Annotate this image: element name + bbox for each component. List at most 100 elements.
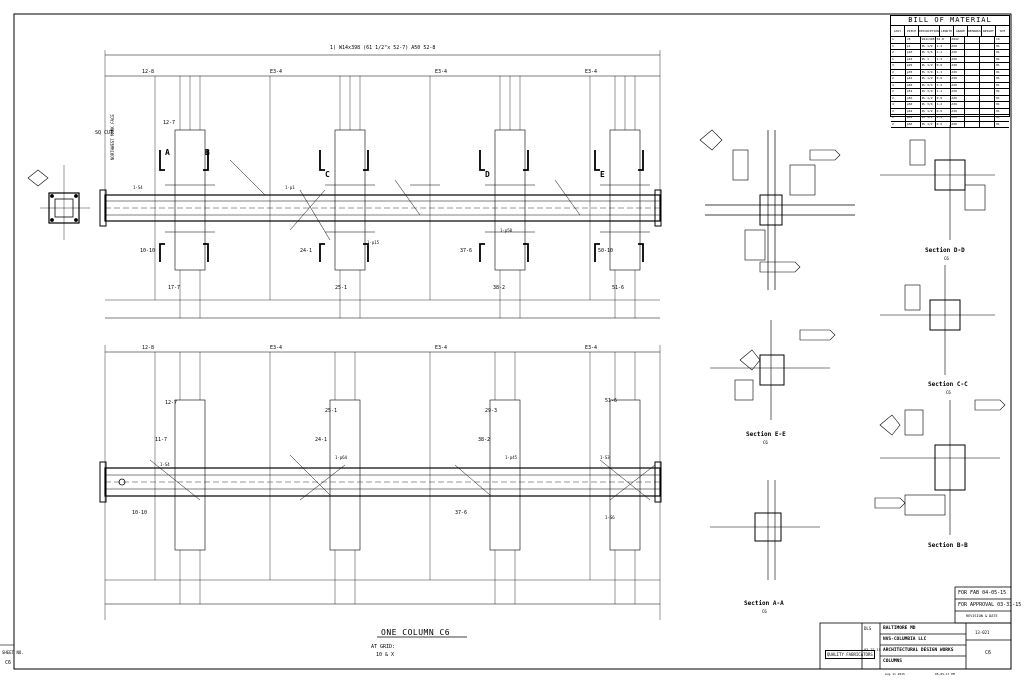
bom-cell: p42 — [906, 76, 921, 82]
bom-cell: p56 — [906, 95, 921, 101]
bom-cell — [965, 63, 981, 69]
bom-cell: 1-3 — [936, 56, 951, 62]
bot-mark-4: 1-S4 — [160, 462, 170, 467]
bom-header-cell: PIECE — [905, 26, 920, 36]
bot-piece-9: 51-6 — [605, 398, 618, 404]
section-details-middle — [699, 129, 855, 580]
overall-dimension: 1) W14x398 (61 1/2"x 52-7) A50 52-8 — [330, 45, 436, 51]
bom-cell: 2 — [891, 89, 906, 95]
bom-cell: C6 — [996, 37, 1000, 41]
bot-piece-3: 12-7 — [165, 400, 178, 406]
top-mark-1: 1-S4 — [133, 185, 143, 190]
bot-seg-dim-2: E3-4 — [270, 345, 283, 351]
tb-footer-right: 05-05-17 PM — [935, 672, 955, 676]
grid-label-e: E — [600, 170, 605, 179]
bom-cell: PL 1/2 — [921, 108, 936, 114]
bom-cell: 01 — [996, 108, 1000, 113]
top-piece-2: 24-1 — [300, 248, 313, 254]
section-d-label: Section D-D — [925, 247, 965, 254]
bom-cell: 01 — [996, 115, 1000, 119]
bom-cell — [965, 69, 981, 75]
bot-mark-3: 1-p64 — [335, 455, 348, 460]
bom-cell: 3 — [891, 63, 906, 69]
bom-cell: A36 — [951, 89, 966, 95]
top-mark-3: 1-p50 — [500, 228, 513, 233]
bom-cell: 2 — [891, 115, 906, 121]
bottom-column-view — [99, 345, 662, 620]
bom-cell — [980, 50, 996, 56]
bot-piece-8: 38-2 — [478, 437, 491, 443]
section-a-sub: C6 — [762, 609, 767, 614]
bom-cell — [965, 56, 981, 62]
tb-drawn: DLS — [864, 626, 872, 631]
bom-cell: 4 — [891, 102, 906, 108]
section-b-label: Section B-B — [928, 542, 968, 549]
top-piece-9: 12-7 — [163, 120, 176, 126]
bom-cell: W14x398 — [921, 37, 936, 43]
top-piece-3: 37-6 — [460, 248, 473, 254]
top-piece-4: 50-10 — [598, 248, 614, 254]
section-details-right — [874, 125, 1006, 535]
bom-cell — [980, 43, 996, 49]
bom-cell: 01 — [996, 82, 1000, 87]
bom-cell: 2 — [891, 108, 906, 114]
tb-sheet: C6 — [985, 650, 992, 656]
bom-cell: 01 — [996, 63, 1000, 67]
bot-piece-6: 29-3 — [485, 408, 498, 414]
bom-cell: PL 1 — [921, 56, 936, 62]
title-block-frame — [819, 586, 1012, 670]
tb-subject: COLUMNS — [883, 659, 902, 664]
bom-cell: PL 3/4 — [921, 50, 936, 56]
bom-cell: p64 — [906, 115, 921, 121]
bom-cell: 0-9 — [936, 63, 951, 69]
bom-cell: A36 — [951, 43, 966, 49]
bom-cell: 52-8 — [936, 37, 951, 43]
bom-cell: p54 — [906, 89, 921, 95]
tb-contractor: NVS-COLUMBIA LLC — [883, 637, 927, 642]
bot-seg-dim-3: E3-4 — [435, 345, 448, 351]
top-piece-8: 51-6 — [612, 285, 625, 291]
bot-mark-5: 1-S3 — [600, 455, 610, 460]
bom-cell: 01 — [996, 76, 1000, 80]
bom-cell: 01 — [996, 121, 1000, 126]
top-piece-7: 38-2 — [493, 285, 506, 291]
bom-cell: A36 — [951, 69, 966, 75]
bom-cell — [980, 76, 996, 82]
tb-footer-left: Aug 11 2015 — [885, 672, 905, 676]
top-piece-6: 25-1 — [335, 285, 348, 291]
top-seg-dim-3: E3-4 — [435, 69, 448, 75]
bom-cell: A36 — [951, 121, 966, 127]
top-seg-dim-2: E3-4 — [270, 69, 283, 75]
end-plate-detail — [27, 165, 90, 240]
bom-cell: PL 1/2 — [921, 115, 936, 121]
drawing-title: ONE COLUMN C6 — [381, 628, 451, 637]
bom-cell: 1-4 — [936, 43, 951, 49]
top-rot-note: NORTHWEST MARK FACE — [110, 114, 115, 160]
bom-header-cell: ASSY — [891, 26, 906, 36]
revision-2: FOR APPROVAL 03-31-15 — [958, 602, 1022, 608]
bom-cell: p50 — [906, 82, 921, 88]
grid-label-b: B — [205, 148, 210, 157]
bom-cell: 2 — [891, 69, 906, 75]
bom-cell: PL 1/2 — [921, 43, 936, 49]
bom-cell: 01 — [996, 50, 1000, 54]
top-piece-5: 17-7 — [168, 285, 181, 291]
bom-cell: 1 — [891, 37, 906, 43]
bom-cell: 01 — [996, 43, 1000, 48]
bom-cell — [980, 108, 996, 114]
bom-cell — [980, 69, 996, 75]
bom-cell — [965, 37, 981, 43]
tb-job: 13-021 — [975, 630, 990, 635]
bom-cell: 2 — [891, 76, 906, 82]
drawing-grid-note: AT GRID: — [371, 644, 396, 650]
bom-cell: A36 — [951, 76, 966, 82]
bom-cell: 01 — [996, 56, 1000, 61]
